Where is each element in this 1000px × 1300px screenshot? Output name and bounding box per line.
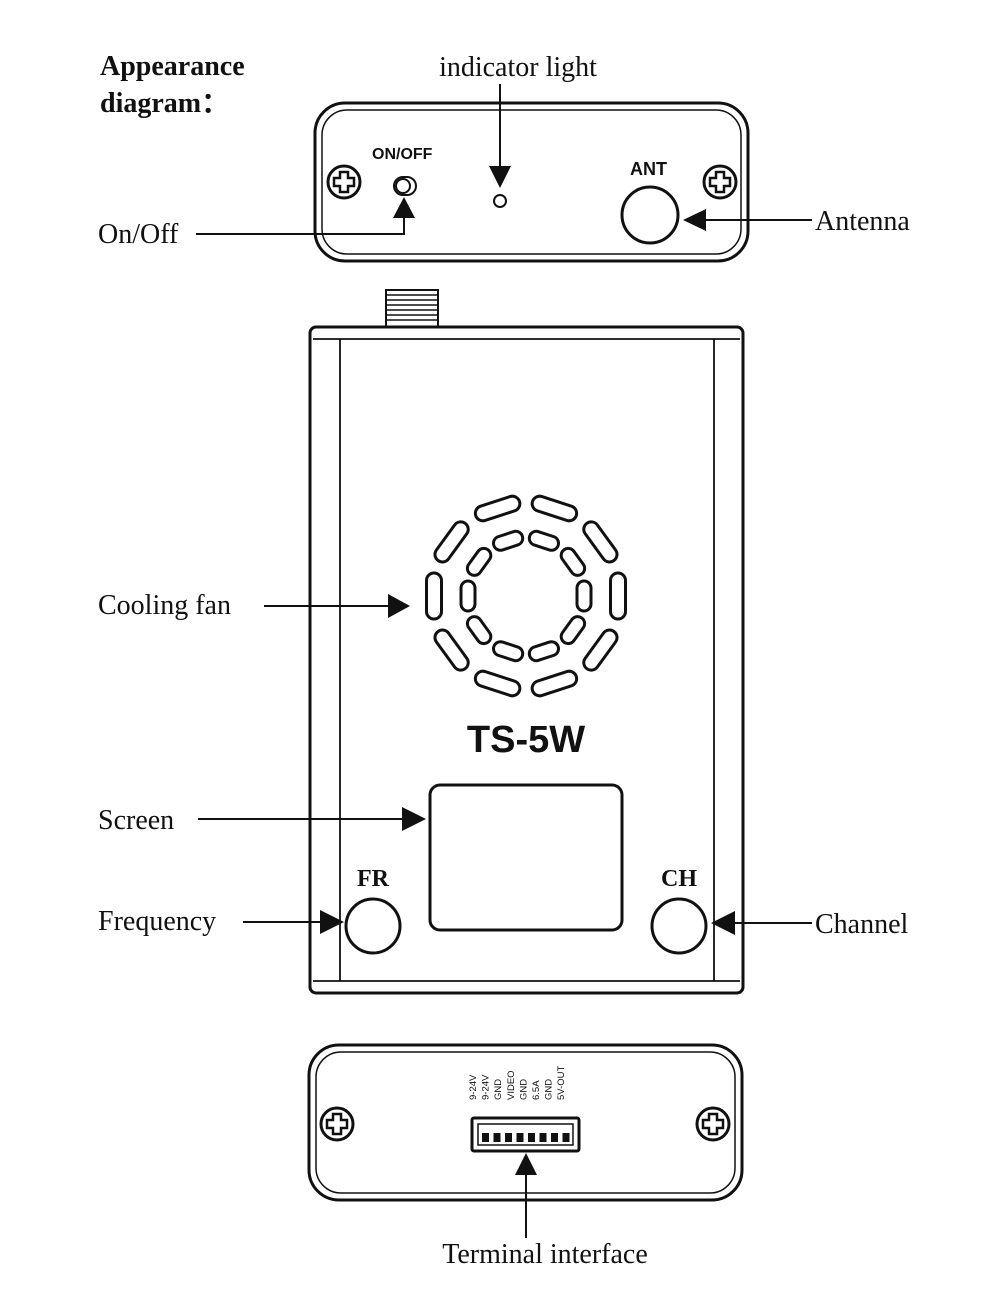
fan-vent-slot-inner xyxy=(559,546,587,577)
frequency-arrow xyxy=(243,910,344,934)
fan-vent-slot-outer xyxy=(582,628,619,672)
callout-terminal-interface: Terminal interface xyxy=(442,1239,648,1270)
diagram-heading-line1: Appearance xyxy=(100,51,245,82)
fan-vent-slot-inner xyxy=(465,546,493,577)
antenna-sma-connector xyxy=(385,289,439,329)
fan-vent-slot-outer xyxy=(473,494,522,523)
fan-vent-slot-inner xyxy=(465,615,493,646)
ant-label: ANT xyxy=(630,159,667,179)
terminal-pin-label: 6.5A xyxy=(531,1080,542,1100)
fan-vent-slot-inner xyxy=(491,529,525,552)
channel-arrow xyxy=(711,911,812,935)
fan-vent-slot-inner xyxy=(527,529,561,552)
fan-vent-slot-outer xyxy=(425,571,443,621)
screw-icon xyxy=(695,1106,731,1142)
indicator-light-arrow xyxy=(489,84,511,188)
fan-vent-slot-outer xyxy=(609,571,627,621)
terminal-connector[interactable] xyxy=(470,1116,581,1153)
fan-vent-slot-outer xyxy=(530,494,579,523)
terminal-pin xyxy=(505,1133,512,1142)
cooling-fan-vent xyxy=(425,494,627,698)
callout-screen: Screen xyxy=(98,805,174,836)
terminal-pin xyxy=(528,1133,535,1142)
terminal-pin xyxy=(539,1133,547,1142)
terminal-pin-label: GND xyxy=(493,1079,504,1100)
fan-vent-slot-outer xyxy=(530,669,579,698)
diagram-heading-line2: diagram： xyxy=(100,88,229,119)
terminal-pin-label: 9-24V xyxy=(481,1074,492,1100)
fan-vent-slot-outer xyxy=(582,520,619,564)
terminal-pin xyxy=(482,1133,489,1142)
terminal-pin xyxy=(493,1133,501,1142)
callout-indicator-light: indicator light xyxy=(439,52,597,83)
screen-arrow xyxy=(198,807,426,831)
indicator-light-led xyxy=(493,194,507,208)
fan-vent-slot-outer xyxy=(433,520,470,564)
antenna-connector[interactable] xyxy=(620,185,680,245)
on-off-arrow xyxy=(196,197,415,235)
terminal-pin-label: GND xyxy=(544,1079,555,1100)
fan-vent-slot-inner xyxy=(491,640,525,663)
top-panel: ON/OFF ANT xyxy=(313,101,750,263)
fr-label: FR xyxy=(357,866,390,892)
terminal-pin-label: 9-24V xyxy=(468,1074,479,1100)
switch-label: ON/OFF xyxy=(372,146,433,163)
fan-vent-slot-outer xyxy=(433,628,470,672)
fan-vent-slot-inner xyxy=(527,640,561,663)
fan-vent-slot-inner xyxy=(559,615,587,646)
callout-cooling-fan: Cooling fan xyxy=(98,590,231,621)
terminal-pin xyxy=(516,1133,524,1142)
terminal-pin-label: 5V-OUT xyxy=(556,1065,567,1100)
callout-on-off: On/Off xyxy=(98,219,179,250)
fan-vent-slot-inner xyxy=(575,579,593,613)
terminal-pin xyxy=(551,1133,558,1142)
power-switch[interactable] xyxy=(393,176,417,196)
fan-vent-slot-inner xyxy=(459,579,477,613)
callout-antenna: Antenna xyxy=(815,206,910,237)
fan-vent-slot-outer xyxy=(473,669,522,698)
display-screen xyxy=(428,783,624,932)
antenna-arrow xyxy=(683,209,812,231)
terminal-pin-label: VIDEO xyxy=(506,1070,517,1100)
callout-channel: Channel xyxy=(815,909,909,940)
terminal-pin-label: GND xyxy=(518,1079,529,1100)
callout-frequency: Frequency xyxy=(98,906,216,937)
channel-button[interactable] xyxy=(650,897,708,955)
frequency-button[interactable] xyxy=(344,897,402,955)
screw-icon xyxy=(319,1106,355,1142)
screw-icon xyxy=(702,164,738,200)
screw-icon xyxy=(326,164,362,200)
ch-label: CH xyxy=(661,866,697,892)
device-body xyxy=(308,325,745,995)
terminal-interface-arrow xyxy=(515,1153,537,1238)
model-name: TS-5W xyxy=(467,719,585,761)
terminal-pin xyxy=(562,1133,570,1142)
cooling-fan-arrow xyxy=(264,594,410,618)
